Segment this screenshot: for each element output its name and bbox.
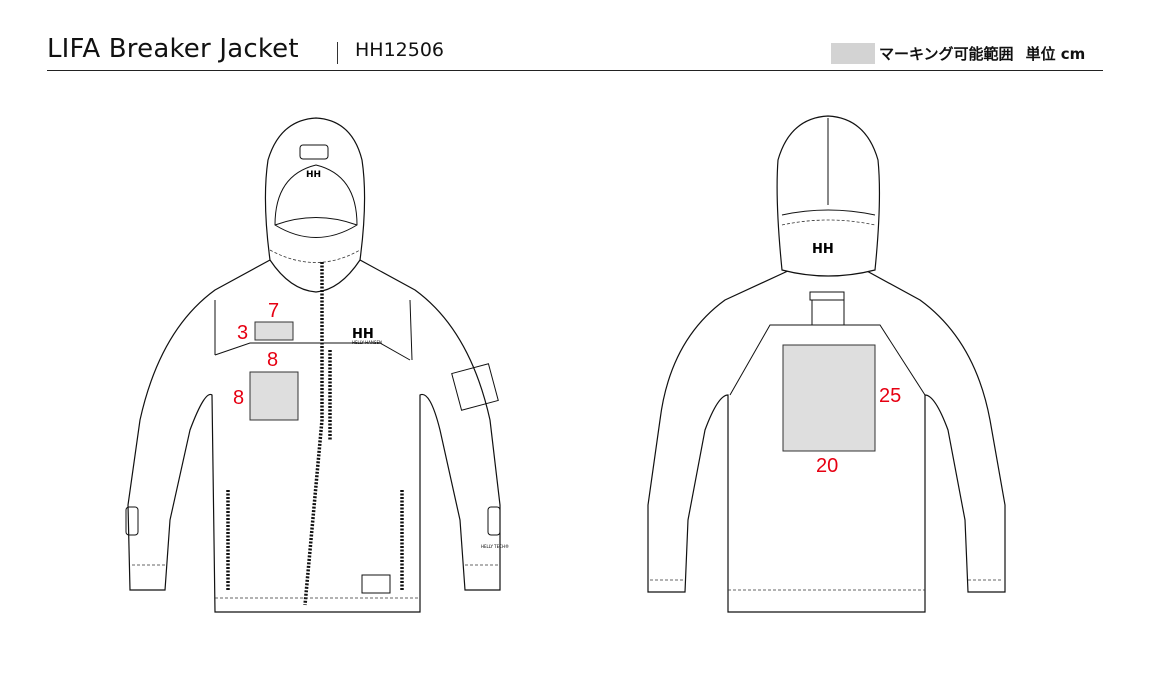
title-separator <box>337 42 338 64</box>
helly-tech-label: HELLY TECH® <box>481 544 509 549</box>
sleeve-badge <box>451 363 499 411</box>
hem-stitching <box>132 564 498 599</box>
hh-logo: HH <box>352 327 374 342</box>
yoke-seam <box>214 342 411 361</box>
front-body-outline <box>127 259 501 613</box>
chest-mark-height: 3 <box>237 322 248 344</box>
legend: マーキング可能範囲 単位 cm <box>831 43 1085 64</box>
back-marking-area <box>782 344 876 452</box>
helly-hansen-wordmark: HELLY HANSEN <box>352 340 382 345</box>
chest-marking-area <box>254 321 294 341</box>
pocket-mark-width: 8 <box>267 349 278 371</box>
product-code: HH12506 <box>355 39 445 61</box>
hand-pocket-zippers <box>226 490 404 590</box>
hood-opening <box>274 164 358 238</box>
right-cuff-tab <box>487 506 501 536</box>
left-cuff-tab <box>125 506 139 536</box>
header-rule <box>47 70 1103 71</box>
chest-mark-width: 7 <box>268 300 279 322</box>
pocket-mark-height: 8 <box>233 387 244 409</box>
legend-label: マーキング可能範囲 <box>879 45 1014 63</box>
page-title: LIFA Breaker Jacket <box>47 34 299 64</box>
hood-brim <box>274 217 358 226</box>
back-hood-hh-logo: HH <box>812 242 834 257</box>
back-mark-height: 25 <box>879 385 901 407</box>
hood-hh-logo: HH <box>306 170 321 180</box>
back-view: 25 20 HH <box>647 115 1006 613</box>
unit-label: 単位 cm <box>1025 45 1086 63</box>
front-view: 7 3 8 8 HH HELLY HANSEN HH HELLY TECH® <box>125 117 509 613</box>
front-zipper <box>303 262 324 606</box>
hem-label <box>361 574 391 594</box>
hood-stitch <box>781 219 876 226</box>
marking-area-swatch <box>831 43 875 64</box>
hood-tab <box>299 144 329 160</box>
shoulder-seams <box>214 299 413 361</box>
back-yoke-seam <box>729 300 926 396</box>
pocket-marking-area <box>249 371 299 421</box>
back-hanger-loop <box>809 291 845 301</box>
back-hem-stitching <box>650 579 1003 591</box>
hood-seams <box>781 118 876 216</box>
collar-stitch <box>269 249 361 263</box>
back-mark-width: 20 <box>816 455 838 477</box>
front-hood-outline <box>264 117 366 293</box>
